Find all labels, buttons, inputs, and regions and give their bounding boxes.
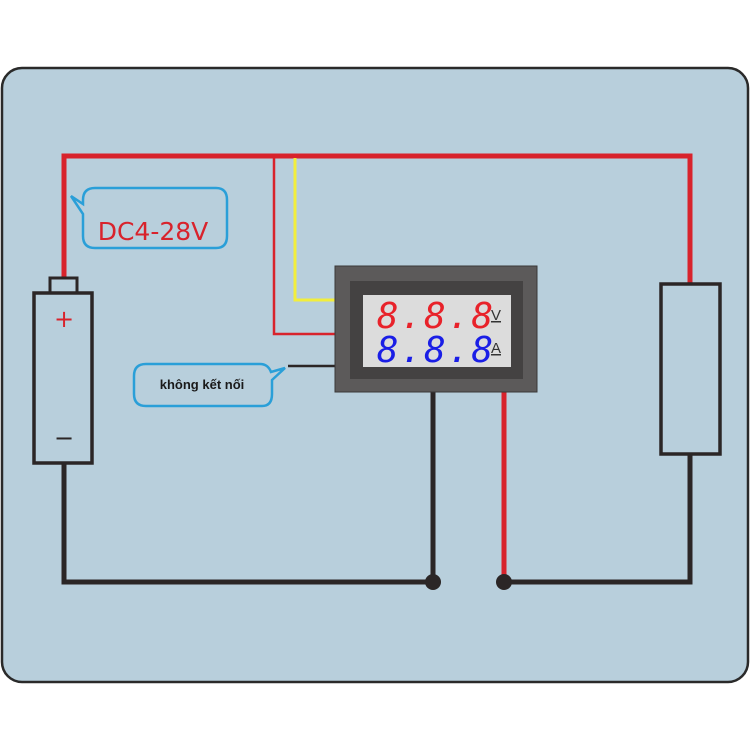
current-unit: A bbox=[491, 340, 501, 357]
supply-voltage-label: DC4-28V bbox=[98, 217, 209, 246]
battery-positive-symbol: + bbox=[54, 305, 74, 333]
wire-load-return bbox=[504, 455, 693, 585]
voltage-unit: V bbox=[491, 307, 501, 324]
voltage-readout: 8.8.8 bbox=[377, 296, 495, 337]
battery: + − bbox=[32, 276, 94, 465]
wire-voltage-sense bbox=[293, 158, 338, 302]
wire-positive-bus bbox=[61, 153, 693, 284]
wire-power-to-meter bbox=[272, 157, 338, 336]
battery-negative-symbol: − bbox=[54, 424, 74, 452]
wire-negative-return bbox=[61, 392, 436, 585]
current-readout: 8.8.8 bbox=[377, 330, 495, 371]
not-connected-label: không kết nối bbox=[160, 377, 245, 392]
callout-bubble bbox=[69, 186, 229, 250]
volt-amp-meter: 8.8.8 V 8.8.8 A bbox=[334, 265, 538, 393]
battery-terminal bbox=[48, 276, 79, 295]
meter-display bbox=[363, 295, 511, 367]
supply-voltage-callout: DC4-28V bbox=[69, 186, 229, 250]
not-connected-callout: không kết nối bbox=[132, 362, 286, 408]
callout-bubble bbox=[132, 362, 286, 408]
load-resistor bbox=[659, 282, 722, 456]
junction-shunt bbox=[496, 574, 512, 590]
junction-negative bbox=[425, 574, 441, 590]
battery-body bbox=[32, 291, 94, 465]
